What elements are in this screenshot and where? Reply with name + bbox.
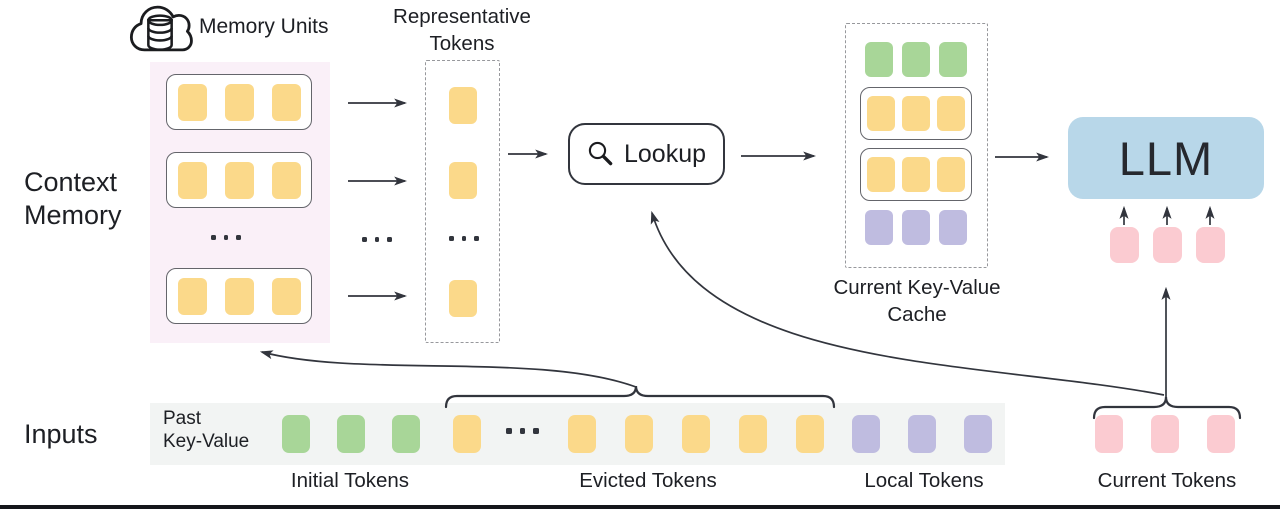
purple-token	[939, 210, 967, 245]
ellipsis-icon	[211, 235, 241, 240]
purple-token	[964, 415, 992, 453]
context-memory-label-line1: Context	[24, 167, 118, 197]
evicted-tokens-group	[453, 415, 481, 453]
ellipsis-icon	[449, 236, 479, 241]
yellow-token	[625, 415, 653, 453]
database-icon	[147, 14, 173, 51]
current-kv-cache-box	[845, 23, 988, 268]
yellow-token	[224, 83, 254, 121]
yellow-token	[224, 161, 254, 199]
yellow-token	[902, 157, 930, 192]
representative-token-slot	[426, 87, 499, 124]
ellipsis-icon	[362, 237, 392, 242]
green-token	[939, 42, 967, 77]
current-tokens-group	[1095, 415, 1235, 453]
yellow-token	[177, 161, 207, 199]
llm-input-tokens	[1110, 227, 1225, 263]
lookup-button: Lookup	[568, 123, 725, 185]
memory-unit-row	[166, 152, 312, 208]
representative-token-slot	[426, 162, 499, 199]
yellow-token	[937, 157, 965, 192]
memory-unit-row	[166, 268, 312, 324]
local-tokens-label: Local Tokens	[864, 469, 984, 492]
yellow-token	[453, 415, 481, 453]
cache-memory-row	[860, 87, 972, 140]
yellow-token	[448, 280, 477, 317]
yellow-token	[271, 83, 301, 121]
evicted-tokens-group	[568, 415, 824, 453]
cache-memory-row	[860, 148, 972, 201]
yellow-token	[448, 162, 477, 199]
yellow-token	[902, 96, 930, 131]
context-memory-label-line2: Memory	[24, 200, 122, 230]
memory-unit-row	[166, 74, 312, 130]
green-token	[902, 42, 930, 77]
yellow-token	[271, 161, 301, 199]
yellow-token	[796, 415, 824, 453]
purple-token	[902, 210, 930, 245]
past-kv-label: Past Key-Value	[163, 408, 250, 452]
evicted-tokens-label: Evicted Tokens	[579, 469, 717, 492]
current-tokens-label: Current Tokens	[1097, 469, 1237, 492]
yellow-token	[937, 96, 965, 131]
yellow-token	[177, 83, 207, 121]
local-tokens-group	[852, 415, 992, 453]
green-token	[392, 415, 420, 453]
page-rule	[0, 505, 1280, 509]
yellow-token	[271, 277, 301, 315]
inputs-label: Inputs	[24, 419, 98, 449]
llm-label: LLM	[1118, 131, 1214, 185]
current-kv-cache-label: Current Key-Value Cache	[833, 276, 1001, 326]
yellow-token	[867, 157, 895, 192]
yellow-token	[224, 277, 254, 315]
ellipsis-icon	[506, 428, 539, 434]
representative-tokens-box	[425, 60, 500, 343]
initial-tokens-group	[282, 415, 420, 453]
pink-token	[1151, 415, 1179, 453]
purple-token	[865, 210, 893, 245]
cache-local-tokens	[865, 210, 967, 245]
pink-token	[1207, 415, 1235, 453]
pink-token	[1110, 227, 1139, 263]
green-token	[337, 415, 365, 453]
purple-token	[908, 415, 936, 453]
lookup-button-label: Lookup	[623, 139, 707, 168]
cache-initial-tokens	[865, 42, 967, 77]
context-memory-label: Context Memory	[24, 166, 122, 232]
yellow-token	[568, 415, 596, 453]
context-memory-panel	[150, 62, 330, 343]
search-icon	[588, 141, 613, 166]
purple-token	[852, 415, 880, 453]
yellow-token	[682, 415, 710, 453]
representative-tokens-label: Representative Tokens	[393, 5, 531, 55]
yellow-token	[867, 96, 895, 131]
llm-box: LLM	[1068, 117, 1264, 199]
green-token	[865, 42, 893, 77]
yellow-token	[448, 87, 477, 124]
pink-token	[1095, 415, 1123, 453]
representative-token-slot	[426, 280, 499, 317]
pink-token	[1153, 227, 1182, 263]
yellow-token	[739, 415, 767, 453]
initial-tokens-label: Initial Tokens	[290, 469, 410, 492]
memory-units-cloud-icon	[127, 1, 193, 61]
green-token	[282, 415, 310, 453]
memory-units-label: Memory Units	[199, 15, 329, 38]
pink-token	[1196, 227, 1225, 263]
yellow-token	[177, 277, 207, 315]
